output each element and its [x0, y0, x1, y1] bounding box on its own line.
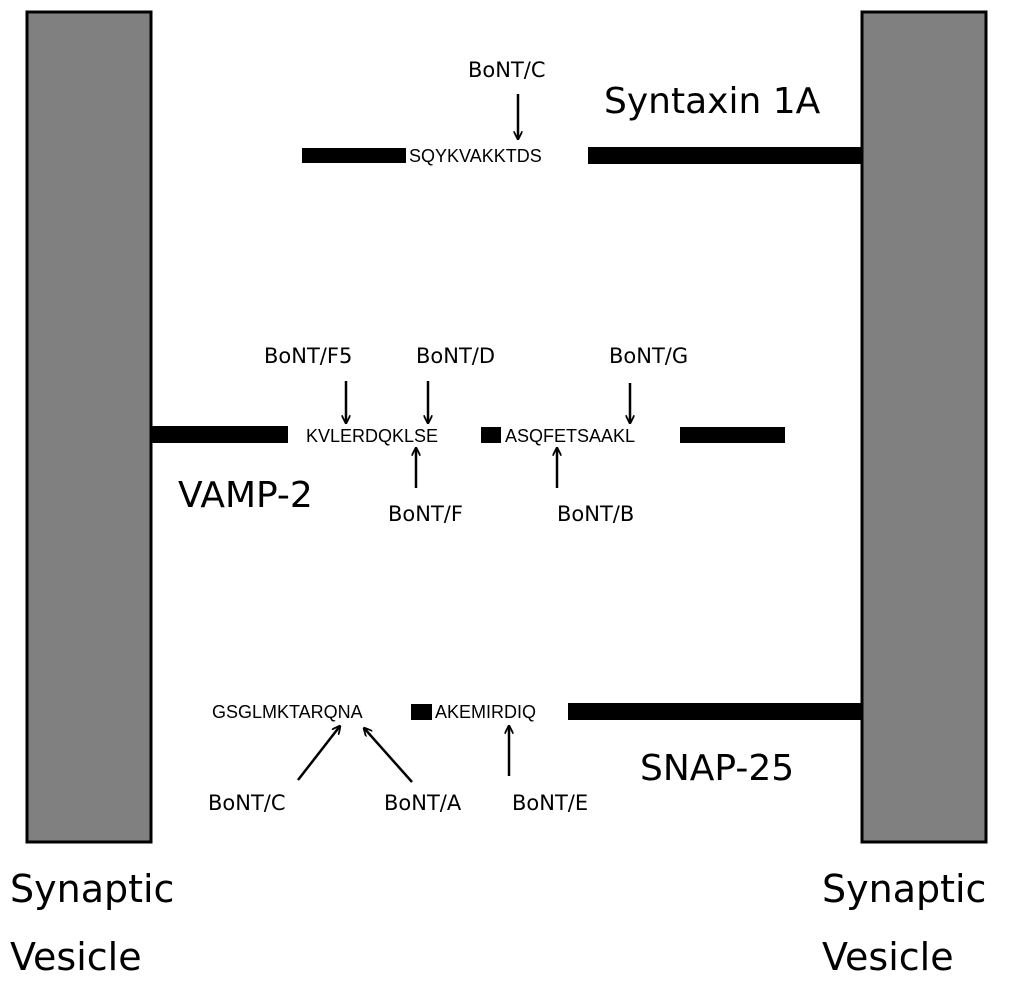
vamp-cleavage-bont-b-label: BoNT/B — [557, 502, 634, 526]
left-vesicle-caption-line1: Synaptic — [10, 867, 174, 911]
snap25-segment-middle — [411, 704, 432, 720]
left-vesicle — [25, 10, 153, 844]
snap25-name: SNAP-25 — [640, 748, 794, 789]
snap25-cleavage-bont-e-label: BoNT/E — [512, 791, 588, 815]
syntaxin-segment-left — [302, 148, 406, 163]
snap25-cleavage-bont-c-label: BoNT/C — [208, 791, 286, 815]
vamp-segment-middle — [481, 427, 501, 443]
vamp-cleavage-bont-f5-label: BoNT/F5 — [264, 344, 352, 368]
vamp-name: VAMP-2 — [178, 475, 313, 516]
vamp-cleavage-bont-g-label: BoNT/G — [609, 344, 688, 368]
snap25-cleavage-bont-a-arrow — [364, 728, 413, 783]
syntaxin-1a: SQYKVAKKTDS Syntaxin 1A BoNT/C — [302, 58, 862, 166]
vamp-cleavage-bont-f-label: BoNT/F — [388, 502, 463, 526]
vamp-segment-left — [152, 426, 288, 443]
right-vesicle — [860, 10, 988, 844]
snap25-cleavage-bont-a-label: BoNT/A — [384, 791, 462, 815]
right-vesicle-caption-line2: Vesicle — [822, 935, 954, 979]
syntaxin-cleavage-bont-c-label: BoNT/C — [468, 58, 546, 82]
syntaxin-segment-right — [588, 147, 862, 164]
snap25-segment-right — [568, 703, 862, 720]
snap-25: GSGLMKTARQNA AKEMIRDIQ SNAP-25 BoNT/C Bo… — [208, 702, 862, 815]
snap25-cleavage-bont-c-arrow — [297, 726, 340, 781]
left-vesicle-caption-line2: Vesicle — [10, 935, 142, 979]
snap25-sequence-2: AKEMIRDIQ — [435, 702, 536, 722]
syntaxin-sequence: SQYKVAKKTDS — [409, 146, 542, 166]
right-vesicle-caption-line1: Synaptic — [822, 867, 986, 911]
vamp-sequence-2: ASQFETSAAKL — [505, 426, 635, 446]
vamp-2: KVLERDQKLSE ASQFETSAAKL VAMP-2 BoNT/F5 B… — [152, 344, 785, 526]
vamp-cleavage-bont-d-label: BoNT/D — [416, 344, 495, 368]
snap25-sequence-1: GSGLMKTARQNA — [212, 702, 363, 722]
vamp-sequence-1: KVLERDQKLSE — [306, 426, 438, 446]
vamp-segment-right — [680, 427, 785, 443]
syntaxin-name: Syntaxin 1A — [604, 81, 821, 122]
